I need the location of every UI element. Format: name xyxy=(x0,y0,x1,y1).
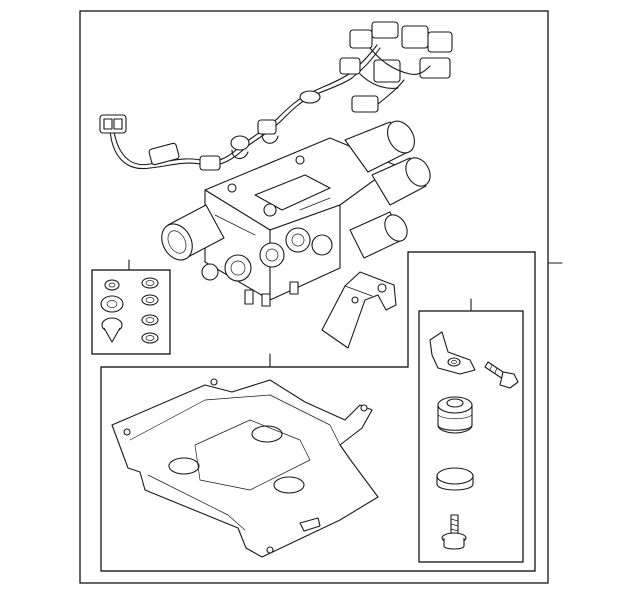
seal-ring-kit[interactable] xyxy=(100,277,159,344)
stud-bolt[interactable] xyxy=(441,514,467,550)
skid-plate-frame xyxy=(100,251,536,572)
wiring-harness[interactable] xyxy=(99,21,453,171)
seal-kit-frame xyxy=(91,269,171,355)
skid-shield-plate[interactable] xyxy=(111,378,379,558)
rubber-isolator[interactable] xyxy=(437,396,473,434)
bracket[interactable] xyxy=(429,331,476,375)
mounting-bracket[interactable] xyxy=(321,271,397,349)
washer[interactable] xyxy=(436,467,474,491)
valve-block-assembly[interactable] xyxy=(156,116,435,307)
outer-frame xyxy=(79,10,549,584)
bolt[interactable] xyxy=(484,361,519,389)
